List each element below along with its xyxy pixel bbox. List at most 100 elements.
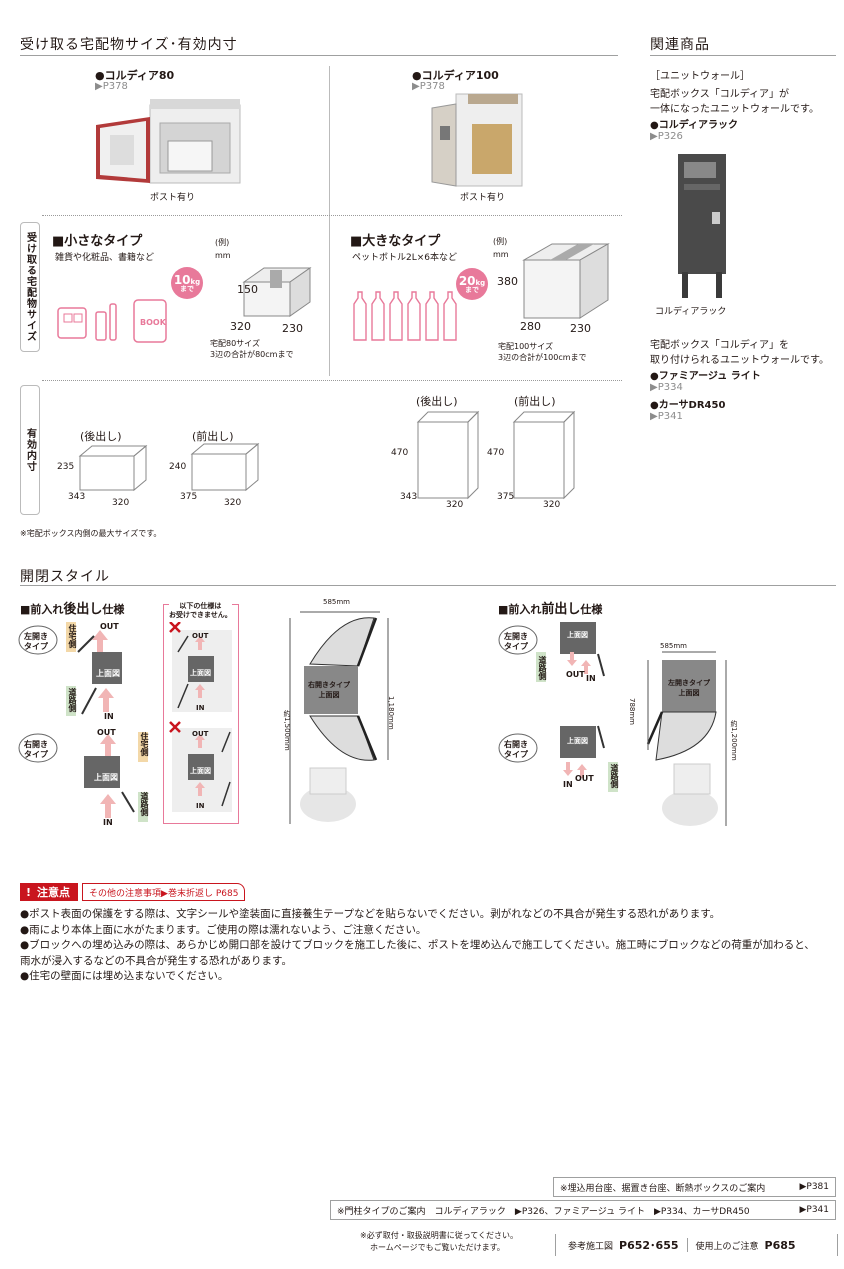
related-famiage-ref[interactable]: ▶P334: [650, 382, 683, 393]
related-carsa-ref[interactable]: ▶P341: [650, 411, 683, 422]
large-badge-num: 20: [458, 273, 476, 288]
cannot-top-2: 上面図: [190, 767, 211, 775]
inner-footnote: ※宅配ボックス内側の最大サイズです。: [20, 529, 162, 538]
caution-icon: !: [26, 885, 32, 899]
product-c100-name: ●コルディア100: [412, 69, 499, 82]
related-rack-ref[interactable]: ▶P326: [650, 131, 683, 142]
footer-use-page[interactable]: P685: [764, 1238, 796, 1252]
front-spec-title: ■前入れ前出し仕様: [498, 598, 602, 617]
book-label: BOOK: [140, 318, 166, 327]
related-rack: ●コルディアラック: [650, 120, 739, 131]
back-plan-h1500: 約1,500mm: [283, 710, 291, 751]
c100-product-image: [431, 93, 523, 187]
front-in-2: IN: [563, 780, 573, 789]
c100-back-box: [416, 410, 480, 500]
small-box-diagram: [242, 267, 312, 317]
c80-back-box: [78, 444, 148, 492]
right-open-label-2: 右開き タイプ: [504, 740, 528, 759]
front-title-c: 仕様: [580, 603, 603, 616]
back-plan-h1180: 1,180mm: [387, 696, 395, 730]
caution-bar: ! 注意点 その他の注意事項▶巻末折返し P685: [20, 883, 246, 901]
small-type-unit: mm: [215, 251, 231, 260]
small-dim-h: 150: [237, 283, 258, 296]
footer-row-1: ※埋込用台座、据置き台座、断熱ボックスのご案内 ▶P381: [553, 1177, 836, 1197]
front-top-2: 上面図: [567, 737, 588, 745]
footer-row-2: ※門柱タイプのご案内 コルディアラック ▶P326、ファミアージュ ライト ▶P…: [330, 1200, 836, 1220]
caution-title-text: 注意点: [37, 886, 71, 899]
back-title-b: 後出し: [63, 602, 103, 617]
caution-link[interactable]: その他の注意事項▶巻末折返し P685: [82, 883, 246, 901]
c100-back-d: 343: [400, 492, 418, 502]
small-dim-w: 320: [230, 320, 251, 333]
footer-use-label: 使用上のご注意: [695, 1241, 759, 1252]
c100-back-h: 470: [391, 448, 409, 458]
small-type-example: (例): [215, 238, 230, 247]
top-view-1: 上面図: [96, 669, 120, 678]
footer-ref-label: 参考施工図: [568, 1241, 614, 1252]
related-section-title: 関連商品: [650, 37, 710, 53]
caution-lines: ●ポスト表面の保護をする際は、文字シールや塗装面に直接養生テープなどを貼らないで…: [20, 907, 830, 985]
small-type-title: ■小さなタイプ: [52, 234, 143, 249]
in-label-2: IN: [103, 818, 113, 827]
small-badge-sub: まで: [180, 284, 194, 293]
bottles-illustration: [353, 291, 457, 341]
front-in-1: IN: [586, 674, 596, 683]
footer-row2-ref[interactable]: ▶P341: [799, 1205, 829, 1215]
caution-title: ! 注意点: [20, 883, 79, 901]
front-out-diagrams: [498, 622, 618, 792]
road-side-2: 道路側: [140, 792, 149, 816]
cannot-out-1: OUT: [192, 632, 209, 640]
related-desc-3: 宅配ボックス「コルディア」を: [650, 340, 789, 351]
cannot-in-2: IN: [196, 802, 205, 810]
front-top-1: 上面図: [567, 631, 588, 639]
cannot-in-1: IN: [196, 704, 205, 712]
small-note-1: 宅配80サイズ: [210, 339, 260, 348]
large-badge-sub: まで: [465, 285, 479, 294]
product-c80-ref[interactable]: ▶P378: [95, 81, 128, 92]
road-side-1: 道路側: [68, 688, 77, 712]
small-dim-d: 230: [282, 322, 303, 335]
large-dim-h: 380: [497, 275, 518, 288]
style-section-title: 開閉スタイル: [20, 569, 110, 585]
caution-line-1: ●ポスト表面の保護をする際は、文字シールや塗装面に直接養生テープなどを貼らないで…: [20, 908, 721, 920]
top-view-2: 上面図: [94, 773, 118, 782]
large-dim-w: 280: [520, 320, 541, 333]
c80-front-label: (前出し): [192, 430, 234, 443]
large-weight-badge: 20kg まで: [456, 268, 488, 300]
footer-row1-ref[interactable]: ▶P381: [799, 1182, 829, 1192]
c80-front-h: 240: [169, 462, 187, 472]
large-note-2: 3辺の合計が100cmまで: [498, 353, 587, 362]
c100-front-label: (前出し): [514, 395, 556, 408]
large-box-diagram: [522, 243, 610, 319]
c100-back-label: (後出し): [416, 395, 458, 408]
right-open-label-1: 右開き タイプ: [24, 740, 48, 759]
column-divider: [329, 66, 330, 376]
front-out-1: OUT: [566, 670, 585, 679]
left-type-top: 左開きタイプ 上面図: [668, 679, 710, 697]
small-badge-unit: kg: [190, 277, 201, 286]
large-note-1: 宅配100サイズ: [498, 342, 554, 351]
style-title-rule: [20, 585, 836, 586]
front-title-b: 前出し: [541, 602, 581, 617]
caution-line-5: ●住宅の壁面には埋め込まないでください。: [20, 970, 229, 982]
c80-front-d: 375: [180, 492, 198, 502]
left-open-label-2: 左開き タイプ: [504, 632, 528, 651]
related-desc-2: 一体になったユニットウォールです。: [650, 104, 819, 115]
related-desc-1: 宅配ボックス「コルディア」が: [650, 89, 789, 100]
related-famiage: ●ファミアージュ ライト: [650, 371, 761, 382]
size-title-rule: [20, 55, 618, 56]
cannot-out-2: OUT: [192, 730, 209, 738]
c80-back-label: (後出し): [80, 430, 122, 443]
front-plan-h788: 788mm: [628, 698, 636, 725]
cannot-diagrams: [169, 622, 232, 812]
related-carsa: ●カーサDR450: [650, 400, 726, 411]
back-out-diagrams: [18, 622, 148, 822]
large-type-desc: ペットボトル2L×6本など: [352, 253, 458, 263]
footer-left-1: ※必ず取付・取扱説明書に従ってください。: [360, 1231, 519, 1240]
c80-front-w: 320: [224, 498, 242, 508]
c80-front-box: [190, 442, 260, 492]
footer-ref-pages[interactable]: P652･655: [619, 1239, 679, 1252]
out-label-2: OUT: [97, 728, 116, 737]
front-out-2: OUT: [575, 774, 594, 783]
product-c100-ref[interactable]: ▶P378: [412, 81, 445, 92]
